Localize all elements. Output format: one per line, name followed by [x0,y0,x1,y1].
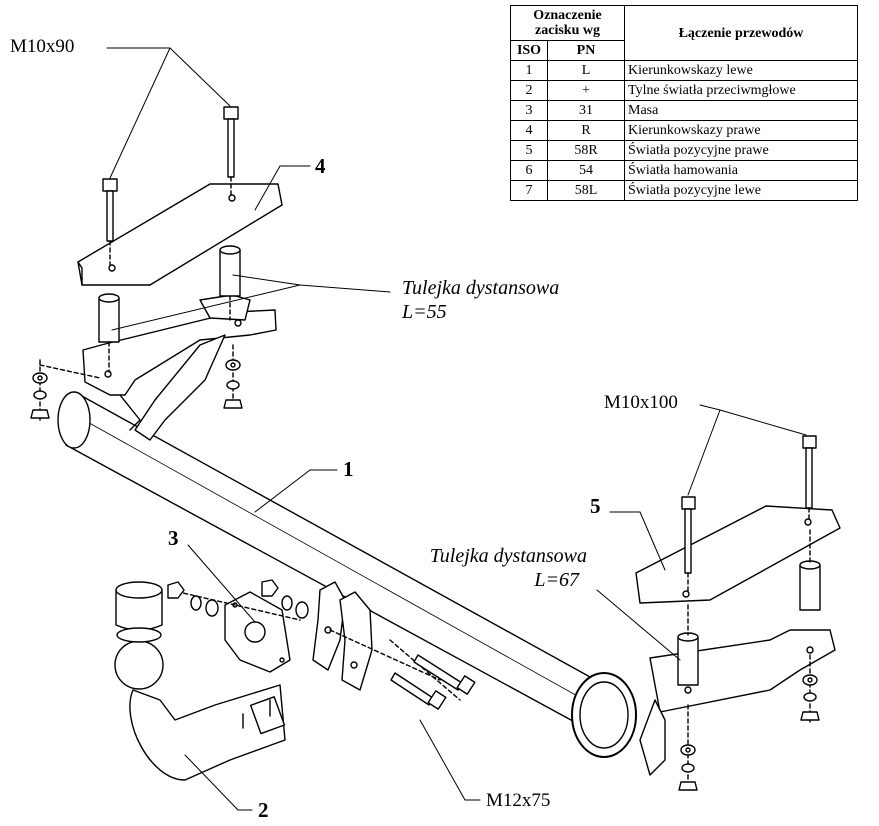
cell-pn: + [547,80,625,101]
left-spacers [98,245,241,373]
table-row: 5 58R Światła pozycyjne prawe [510,140,858,161]
label-bolt-m10x90: M10x90 [10,36,75,57]
cell-pn: 54 [547,160,625,181]
label-bolt-m10x100: M10x100 [604,392,678,413]
spacer-upper-length: L=55 [402,301,447,323]
cell-desc: Światła pozycyjne lewe [624,180,858,201]
table-row: 2 + Tylne światła przeciwmgłowe [510,80,858,101]
cell-iso: 3 [510,100,548,121]
wiring-table: Oznaczenie zacisku wg Łączenie przewodów… [510,5,858,201]
cell-pn: 58L [547,180,625,201]
bottom-bolts [329,629,476,710]
spacer-upper-label: Tulejka dystansowa L=55 [402,276,559,324]
right-bracket [639,629,836,776]
cell-pn: L [547,60,625,81]
crossbar-tube [57,391,637,758]
header-wire-connection: Łączenie przewodów [624,5,858,61]
part-number-5: 5 [590,494,601,518]
table-row: 1 L Kierunkowskazy lewe [510,60,858,81]
cell-iso: 6 [510,160,548,181]
part-number-1: 1 [343,457,354,481]
cell-pn: R [547,120,625,141]
right-nuts-washers [678,654,820,791]
ball-mount-plates [312,581,373,691]
socket-plate [167,579,309,673]
cell-iso: 2 [510,80,548,101]
left-nuts-washers [30,344,243,421]
part-number-3: 3 [168,526,179,550]
spacer-lower-length: L=67 [534,569,579,591]
label-bolt-m12x75: M12x75 [486,790,551,811]
header-terminal-designation: Oznaczenie zacisku wg [510,5,625,41]
left-upper-plate [77,183,283,286]
right-spacers [677,529,821,686]
table-row: 4 R Kierunkowskazy prawe [510,120,858,141]
cell-desc: Światła pozycyjne prawe [624,140,858,161]
cell-iso: 4 [510,120,548,141]
spacer-lower-name: Tulejka dystansowa [429,545,587,567]
header-pn: PN [547,40,625,61]
cell-desc: Kierunkowskazy prawe [624,120,858,141]
header-terminal-line2: zacisku wg [535,23,600,38]
cell-iso: 5 [510,140,548,161]
cell-desc: Światła hamowania [624,160,858,181]
cell-desc: Tylne światła przeciwmgłowe [624,80,858,101]
tow-ball [114,581,286,781]
part-number-2: 2 [258,798,269,822]
right-upper-plate [635,505,841,604]
part-number-4: 4 [315,154,326,178]
header-iso: ISO [510,40,548,61]
table-row: 6 54 Światła hamowania [510,160,858,181]
table-row: 7 58L Światła pozycyjne lewe [510,180,858,201]
cell-pn: 58R [547,140,625,161]
spacer-lower-label: Tulejka dystansowa L=67 [392,544,587,592]
cell-desc: Kierunkowskazy lewe [624,60,858,81]
left-bracket [82,294,277,441]
table-row: 3 31 Masa [510,100,858,121]
header-terminal-line1: Oznaczenie [533,8,602,23]
leader-lines [106,47,807,811]
cell-iso: 7 [510,180,548,201]
cell-desc: Masa [624,100,858,121]
table-header-row-2: ISO PN [510,40,858,61]
left-bolts [102,106,239,266]
cell-pn: 31 [547,100,625,121]
table-header-row-1: Oznaczenie zacisku wg Łączenie przewodów [510,5,858,61]
right-bolts [681,435,817,593]
cell-iso: 1 [510,60,548,81]
spacer-upper-name: Tulejka dystansowa [402,277,560,299]
